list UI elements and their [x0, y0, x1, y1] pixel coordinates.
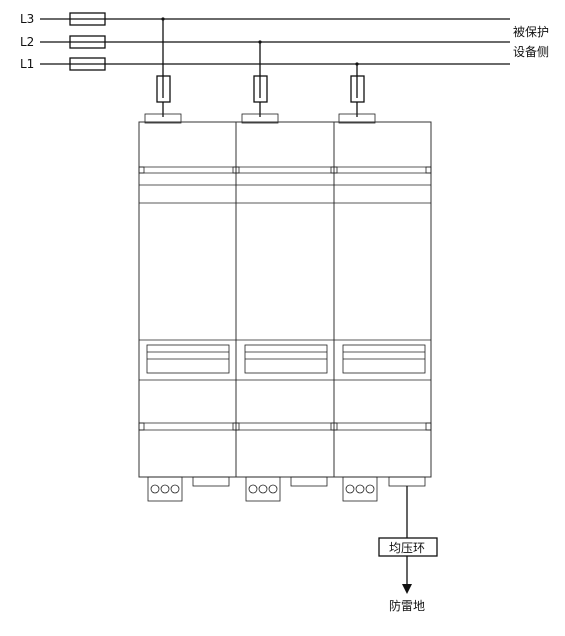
junction-dot-3: [355, 62, 359, 66]
fuse-l2: [69, 35, 106, 49]
status-window-1: [146, 344, 230, 374]
line-label-l3: L3: [20, 12, 34, 26]
equalizing-ring-label: 均压环: [389, 541, 425, 555]
line-label-l1: L1: [20, 57, 34, 71]
top-terminal-2: [241, 113, 279, 124]
bottom-terminal-3: [342, 476, 426, 502]
top-terminal-1: [144, 113, 182, 124]
fuse-l3: [69, 12, 106, 26]
spd-module-housing: [138, 121, 432, 478]
fuse-l1: [69, 57, 106, 71]
junction-dot-2: [258, 40, 262, 44]
protected-side-label-2: 设备侧: [513, 45, 549, 59]
bottom-terminal-1: [147, 476, 230, 502]
bottom-terminal-2: [245, 476, 328, 502]
status-window-2: [244, 344, 328, 374]
junction-dot-1: [161, 17, 165, 21]
equalizing-ring-box: [378, 537, 438, 557]
ground-label: 防雷地: [389, 598, 425, 613]
arrow-down-icon: [402, 584, 412, 594]
top-terminal-3: [338, 113, 376, 124]
line-label-l2: L2: [20, 35, 34, 49]
protected-side-label-1: 被保护: [513, 25, 549, 39]
status-window-3: [342, 344, 426, 374]
